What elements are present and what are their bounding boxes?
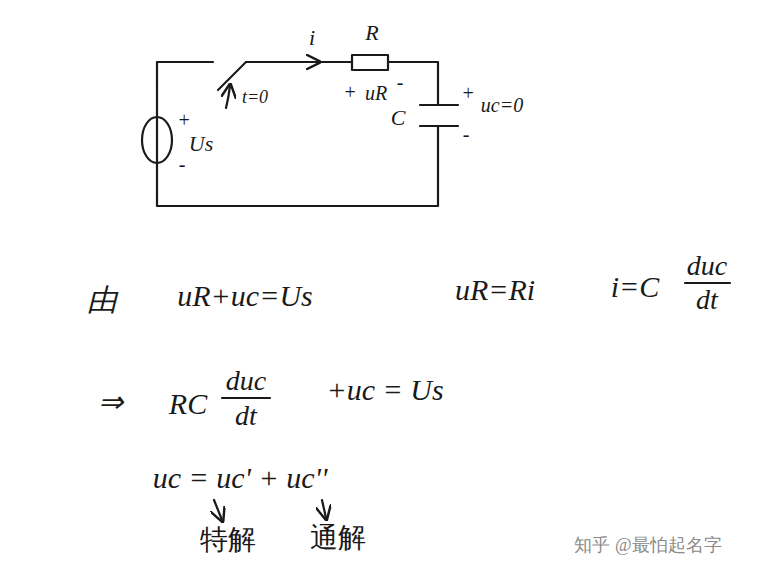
wire (246, 61, 352, 63)
switch-arrow (226, 86, 230, 108)
equation-text: uR+uc=Us (177, 281, 312, 311)
polarity-sign: + (461, 83, 475, 103)
annotation: 通解 (310, 524, 366, 552)
pointer-arrow (322, 500, 326, 518)
equation-text: uc = uc' + uc'' (153, 463, 328, 493)
polarity-sign: + (177, 110, 191, 130)
polarity-sign: - (397, 72, 404, 92)
component-label: R (365, 22, 378, 44)
annotation: 特解 (200, 526, 256, 554)
capacitor-symbol (420, 105, 458, 126)
current-arrow (296, 61, 318, 63)
equation-text: +uc = Us (326, 375, 443, 405)
equation-text: RC (169, 389, 207, 419)
source-line (156, 117, 158, 163)
fraction-numerator: duc (687, 252, 727, 280)
fraction-bar (685, 282, 730, 284)
wire (157, 62, 213, 88)
switch-label: t=0 (242, 88, 268, 106)
equation-text: uR=Ri (455, 275, 535, 305)
wire (388, 62, 438, 105)
pointer-arrow (214, 500, 222, 520)
polarity-sign: - (463, 124, 470, 144)
fraction-numerator: duc (226, 367, 266, 395)
equation-text: ⇒ (98, 387, 123, 417)
voltage-label: Us (189, 133, 213, 155)
polarity-sign: - (179, 154, 186, 174)
resistor-symbol (352, 55, 388, 70)
equation-text: i=C (611, 272, 660, 302)
equation-text: 由 (87, 285, 117, 315)
fraction-denominator: dt (235, 402, 257, 430)
current-label: i (309, 27, 315, 49)
watermark: 知乎 @最怕起名字 (574, 536, 721, 554)
wire (157, 126, 438, 206)
voltage-label: uR (365, 83, 387, 103)
voltage-label: uc=0 (481, 95, 523, 115)
fraction-bar (222, 397, 270, 399)
switch-blade (218, 62, 246, 90)
wire (156, 88, 158, 192)
polarity-sign: + (343, 82, 357, 102)
fraction-denominator: dt (696, 286, 718, 314)
voltage-source-symbol (142, 117, 172, 163)
component-label: C (391, 107, 406, 129)
